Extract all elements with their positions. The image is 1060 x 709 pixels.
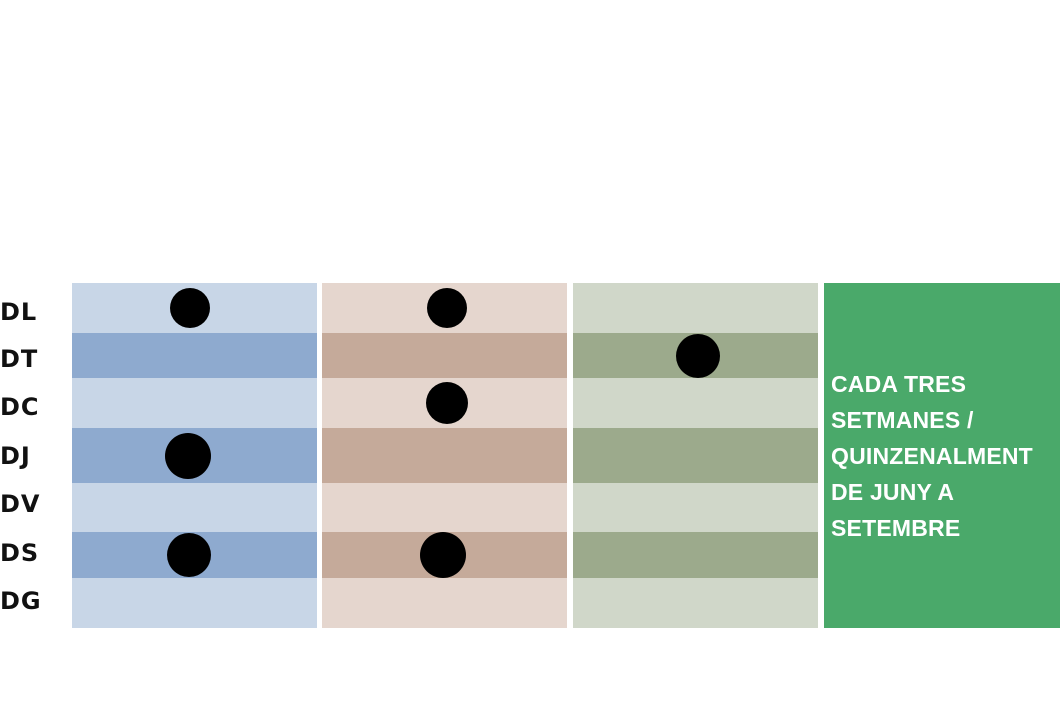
day-band-dv — [72, 483, 317, 532]
note-line: SETEMBRE — [831, 514, 961, 541]
scheduled-dot-dc — [426, 382, 468, 424]
scheduled-dot-dj — [165, 432, 211, 479]
day-label-dg: DG — [0, 587, 42, 615]
day-label-dv: DV — [0, 490, 41, 518]
day-label-dl: DL — [0, 298, 38, 326]
note-line: DE JUNY A — [831, 478, 955, 505]
day-band-dg — [322, 578, 567, 628]
day-label-ds: DS — [0, 539, 40, 567]
note-line: QUINZENALMENT — [831, 442, 1033, 469]
frequency-note: CADA TRES SETMANES / QUINZENALMENT DE JU… — [824, 283, 1060, 628]
schedule-column-3 — [573, 283, 818, 628]
day-band-ds — [573, 532, 818, 578]
day-band-dt — [322, 333, 567, 378]
day-label-dc: DC — [0, 393, 40, 421]
day-label-dj: DJ — [0, 442, 31, 470]
scheduled-dot-dl — [170, 288, 210, 328]
scheduled-dot-ds — [167, 533, 211, 577]
note-line: SETMANES / — [831, 406, 974, 433]
note-line: CADA TRES — [831, 370, 967, 397]
day-band-dg — [72, 578, 317, 628]
day-band-dg — [573, 578, 818, 628]
day-band-dj — [322, 428, 567, 483]
schedule-column-2 — [322, 283, 567, 628]
day-band-dv — [573, 483, 818, 532]
schedule-column-1 — [72, 283, 317, 628]
day-band-dl — [573, 283, 818, 333]
scheduled-dot-dl — [427, 288, 467, 328]
scheduled-dot-dt — [676, 333, 720, 378]
day-band-dj — [573, 428, 818, 483]
day-label-dt: DT — [0, 345, 39, 373]
day-band-dc — [72, 378, 317, 428]
day-band-dt — [72, 333, 317, 378]
scheduled-dot-ds — [420, 532, 466, 578]
day-band-dc — [573, 378, 818, 428]
day-band-dv — [322, 483, 567, 532]
